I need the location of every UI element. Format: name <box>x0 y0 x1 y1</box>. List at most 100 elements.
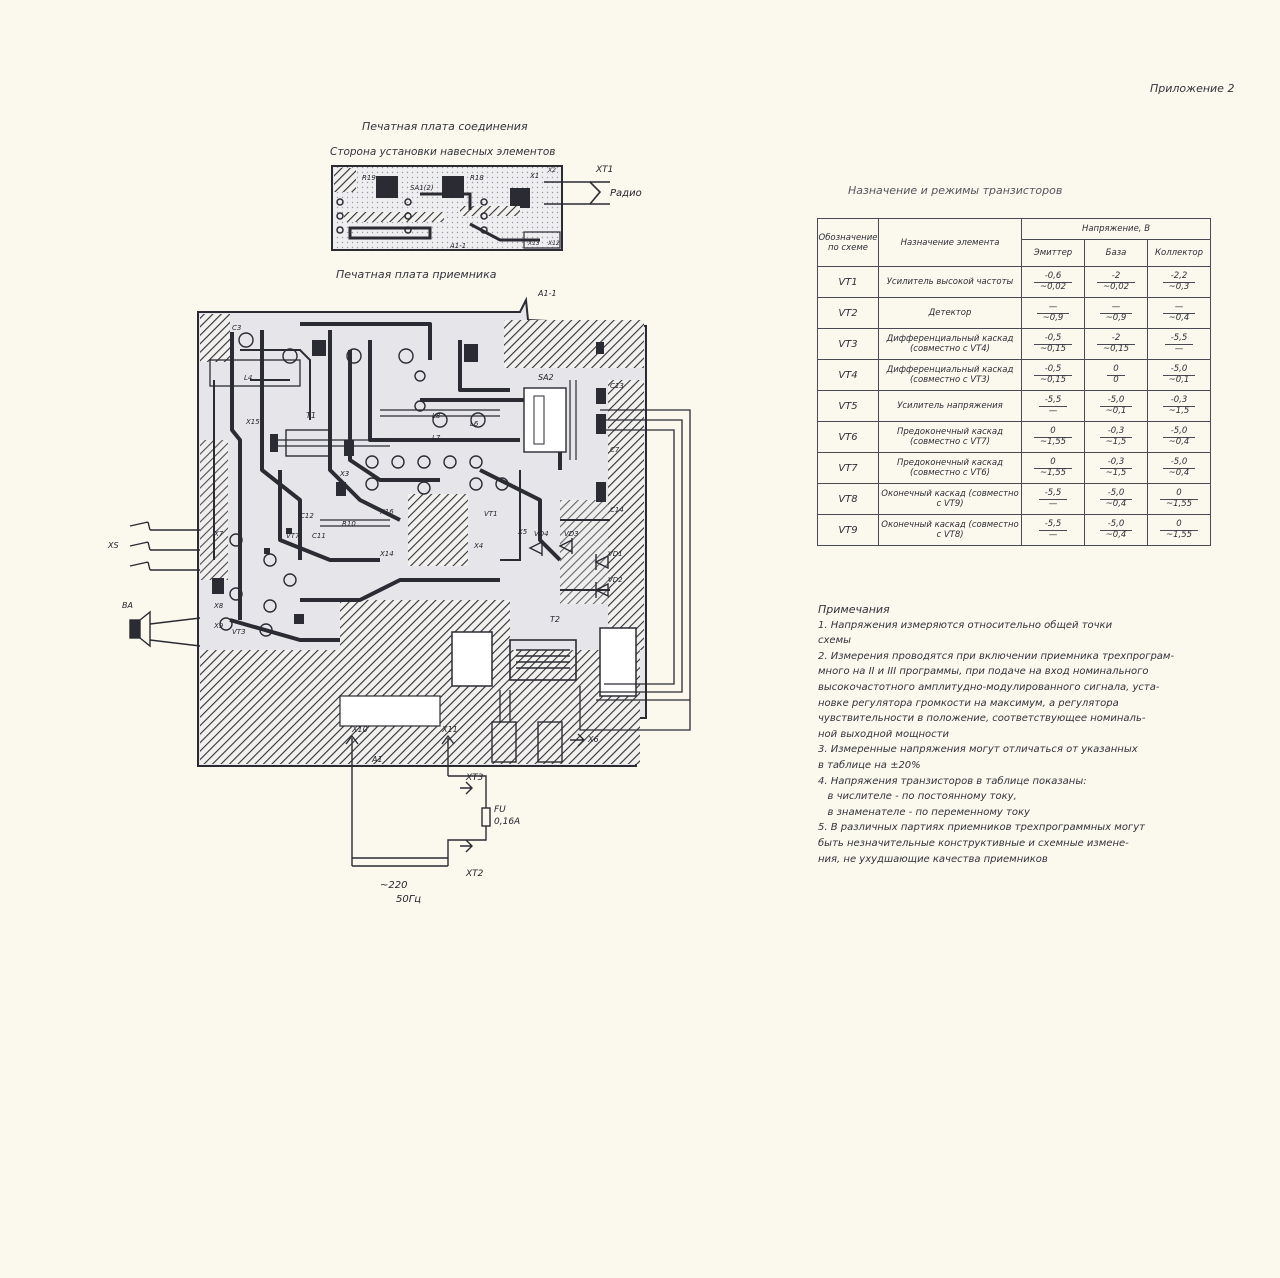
label-c13: C13 <box>610 382 624 390</box>
voltage-ac: ~1,55 <box>1039 467 1067 478</box>
cell-designation-wrap: VT4 <box>817 359 879 391</box>
voltage-dc: -5,5 <box>1038 488 1068 500</box>
voltage-fraction: 0~1,55 <box>1159 488 1199 510</box>
label-vt3: VT3 <box>232 628 246 636</box>
voltage-ac: ~0,1 <box>1168 374 1190 385</box>
cell-purpose: Усилитель напряжения <box>897 401 1003 411</box>
note-line: в таблице на ±20% <box>818 759 921 771</box>
cell-designation: VT4 <box>838 369 858 381</box>
label-x6: X6 <box>587 735 599 744</box>
cell-voltage-e: -5,5— <box>1021 390 1085 422</box>
label-a1-1-main: A1-1 <box>537 289 557 298</box>
voltage-dc: -0,3 <box>1162 395 1196 407</box>
label-l6: L6 <box>470 420 479 428</box>
voltage-fraction: -5,0~0,4 <box>1099 488 1133 510</box>
voltage-ac: 0 <box>1113 374 1119 385</box>
cell-purpose-wrap: Дифференциальный каскад (совместно с VT3… <box>878 359 1022 391</box>
cell-voltage-b: -2~0,15 <box>1084 328 1148 360</box>
header-collector: Коллектор <box>1147 239 1211 267</box>
voltage-dc: — <box>1099 302 1133 314</box>
voltage-dc: -0,6 <box>1033 271 1073 283</box>
label-vd4: VD4 <box>534 530 549 538</box>
voltage-fraction: -5,5— <box>1038 519 1068 541</box>
voltage-ac: ~0,15 <box>1039 343 1067 354</box>
note-line: 3. Измеренные напряжения могут отличатьс… <box>818 744 1138 756</box>
cell-voltage-c: -5,0~0,4 <box>1147 452 1211 484</box>
transistor-table: Обозначение по схеме Назначение элемента… <box>817 218 1211 546</box>
table-row: VT3 Дифференциальный каскад (совместно с … <box>817 328 1211 360</box>
cell-designation-wrap: VT3 <box>817 328 879 360</box>
voltage-ac: ~0,9 <box>1042 312 1064 323</box>
note-line: 4. Напряжения транзисторов в таблице пок… <box>818 775 1087 787</box>
label-x13: X13 <box>527 240 540 247</box>
label-mains-frequency: 50Гц <box>396 894 421 905</box>
voltage-ac: ~0,1 <box>1105 405 1127 416</box>
cell-purpose: Усилитель высокой частоты <box>886 277 1014 287</box>
label-l7: L7 <box>432 434 441 442</box>
voltage-fraction: -5,0~0,4 <box>1162 426 1196 448</box>
voltage-fraction: -0,3~1,5 <box>1099 457 1133 479</box>
voltage-ac: ~1,5 <box>1168 405 1190 416</box>
receiver-board-title: Печатная плата приемника <box>336 268 497 281</box>
cell-designation: VT3 <box>838 338 858 350</box>
label-c11: C11 <box>312 532 326 540</box>
voltage-fraction: -0,5~0,15 <box>1033 333 1073 355</box>
note-line: 5. В различных партиях приемников трехпр… <box>818 822 1145 834</box>
label-vd2: VD2 <box>608 576 623 584</box>
cell-designation: VT2 <box>838 307 858 319</box>
label-vd3: VD3 <box>564 530 579 538</box>
notes-section: Примечания 1. Напряжения измеряются отно… <box>818 602 1218 867</box>
voltage-dc: -0,5 <box>1033 333 1073 345</box>
voltage-ac: ~0,15 <box>1102 343 1130 354</box>
voltage-dc: -5,5 <box>1038 395 1068 407</box>
notes-list: 1. Напряжения измеряются относительно об… <box>818 618 1218 868</box>
label-x11: X11 <box>441 725 458 734</box>
label-c14: C14 <box>610 506 624 514</box>
receiver-board: A1-1 SA2 C13 C7 C14 VT1 VD1 VD2 VD3 VD4 … <box>107 289 691 767</box>
voltage-fraction: -5,0~0,4 <box>1099 519 1133 541</box>
cell-designation: VT5 <box>838 400 858 412</box>
cell-purpose: Предоконечный каскад (совместно с VT6) <box>897 458 1003 478</box>
cell-voltage-c: 0~1,55 <box>1147 514 1211 546</box>
voltage-ac: ~1,5 <box>1105 436 1127 447</box>
label-sa1-2: SA1(2) <box>410 184 434 192</box>
cell-designation: VT1 <box>838 276 858 288</box>
note-line: схемы <box>818 635 852 647</box>
voltage-fraction: -0,6~0,02 <box>1033 271 1073 293</box>
label-x15: X15 <box>245 418 260 426</box>
cell-voltage-e: 0~1,55 <box>1021 421 1085 453</box>
cell-purpose: Предоконечный каскад (совместно с VT7) <box>897 427 1003 447</box>
note-line: в знаменателе - по переменному току <box>818 806 1030 818</box>
connection-board: R19 SA1(2) R18 X1 X2 X13 X12 A1-1 XT1 Ра… <box>331 165 642 251</box>
connection-board-title: Печатная плата соединения <box>362 120 528 133</box>
cell-voltage-b: -5,0~0,1 <box>1084 390 1148 422</box>
voltage-fraction: -0,5~0,15 <box>1033 364 1073 386</box>
voltage-ac: ~0,15 <box>1039 374 1067 385</box>
cell-purpose: Дифференциальный каскад (совместно с VT4… <box>886 334 1014 354</box>
voltage-dc: -2 <box>1096 333 1136 345</box>
cell-voltage-b: -2~0,02 <box>1084 266 1148 298</box>
voltage-ac: ~1,55 <box>1039 436 1067 447</box>
note-line: высокочастотного амплитудно-модулированн… <box>818 681 1160 693</box>
table-row: VT4 Дифференциальный каскад (совместно с … <box>817 359 1211 391</box>
cell-designation-wrap: VT8 <box>817 483 879 515</box>
voltage-dc: 0 <box>1033 426 1073 438</box>
note-line: быть незначительные конструктивные и схе… <box>818 837 1129 849</box>
voltage-dc: -5,5 <box>1038 519 1068 531</box>
cell-designation: VT8 <box>838 493 858 505</box>
voltage-ac: ~1,55 <box>1165 498 1193 509</box>
cell-voltage-b: -0,3~1,5 <box>1084 452 1148 484</box>
label-r19: R19 <box>362 174 376 182</box>
table-row: VT5 Усилитель напряжения -5,5—-5,0~0,1 -0,3… <box>817 390 1211 422</box>
voltage-ac: ~0,4 <box>1168 436 1190 447</box>
note-line: ния, не ухудшающие качества приемников <box>818 853 1048 865</box>
voltage-ac: ~0,3 <box>1168 281 1190 292</box>
cell-voltage-c: -5,5— <box>1147 328 1211 360</box>
appendix-label: Приложение 2 <box>1150 82 1235 95</box>
cell-voltage-c: -5,0~0,1 <box>1147 359 1211 391</box>
cell-purpose-wrap: Предоконечный каскад (совместно с VT7) <box>878 421 1022 453</box>
label-radio: Радио <box>610 188 642 199</box>
cell-purpose: Дифференциальный каскад (совместно с VT3… <box>886 365 1014 385</box>
